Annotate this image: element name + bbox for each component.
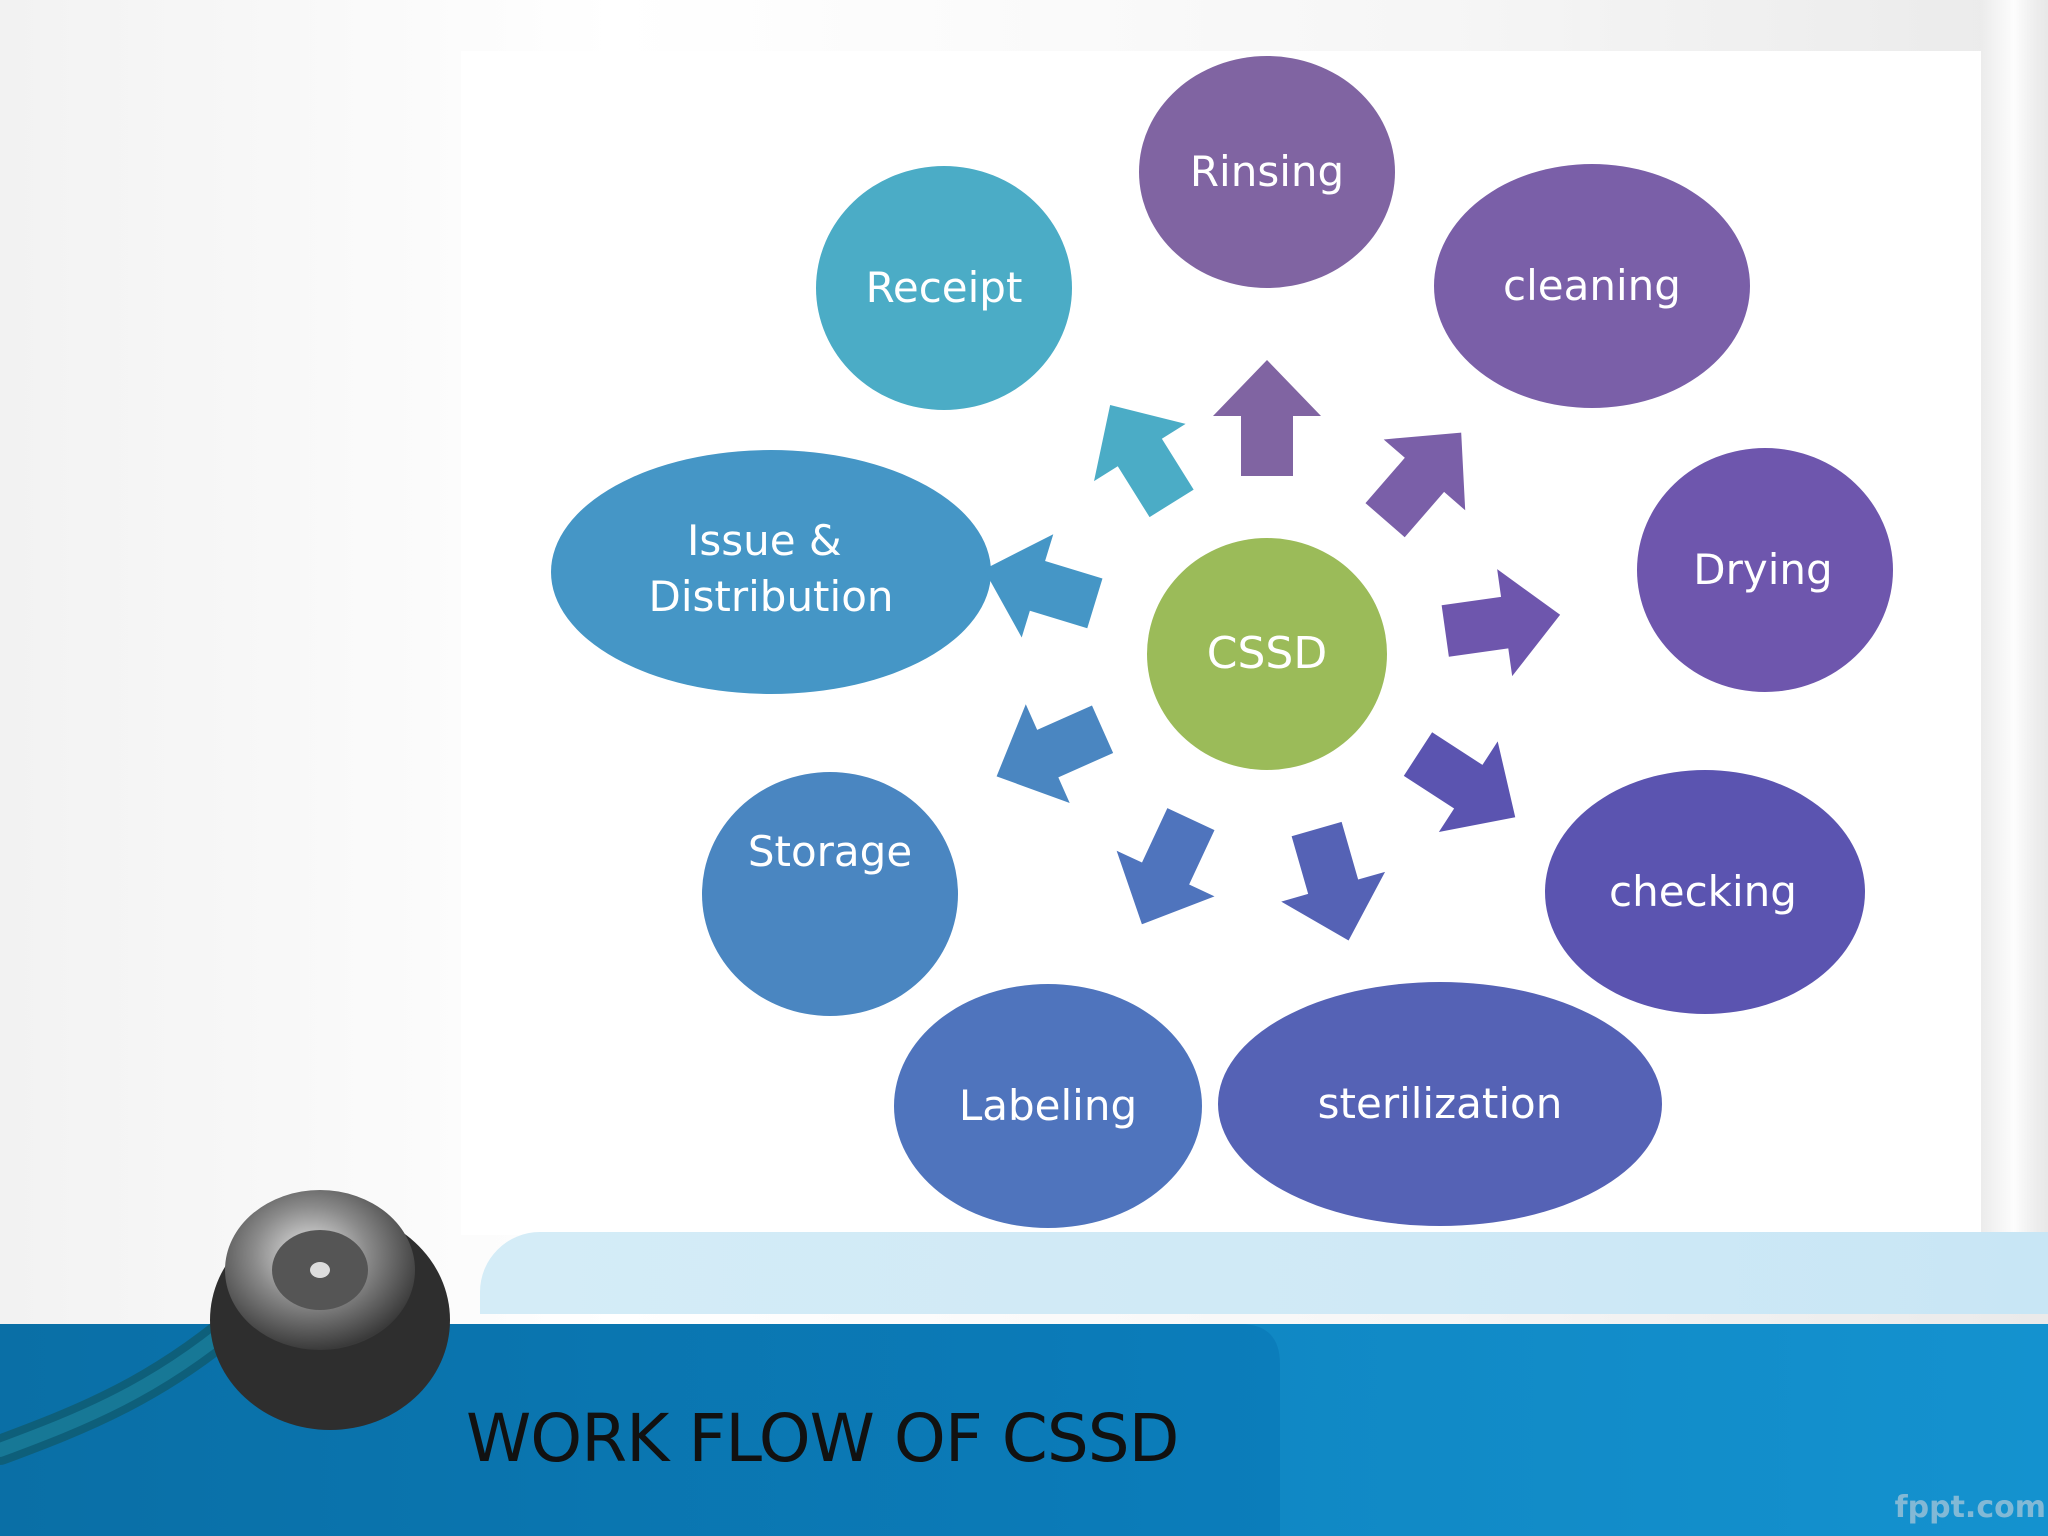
stethoscope-icon (0, 1190, 450, 1465)
node-receipt: Receipt (816, 166, 1072, 410)
node-checking: checking (1545, 770, 1865, 1014)
node-label: Drying (1693, 545, 1832, 594)
node-label: sterilization (1318, 1079, 1563, 1128)
arrow-to-sterilization (1281, 821, 1386, 941)
arrow-to-issue-distribution (983, 534, 1103, 638)
arrow-to-cleaning (1365, 432, 1466, 538)
node-shape (551, 450, 991, 694)
node-drying: Drying (1637, 448, 1893, 692)
arrow-to-labeling (1116, 808, 1215, 925)
hub-shape (1147, 538, 1387, 770)
node-shape (702, 772, 958, 1016)
center-hub: CSSD (1147, 538, 1387, 770)
node-sterilization: sterilization (1218, 982, 1662, 1226)
node-cleaning: cleaning (1434, 164, 1750, 408)
node-issue-distribution: Issue & Distribution (551, 450, 991, 694)
node-storage: Storage (702, 772, 958, 1016)
arrow-to-rinsing (1213, 360, 1321, 476)
node-labeling: Labeling (894, 984, 1202, 1228)
hub-label: CSSD (1207, 628, 1327, 679)
node-shape (1434, 164, 1750, 408)
node-label: Labeling (959, 1081, 1137, 1130)
arrow-to-storage (996, 704, 1114, 803)
node-shape (1637, 448, 1893, 692)
node-label-line: Distribution (648, 572, 893, 621)
node-label: Receipt (866, 263, 1023, 312)
node-shape (1545, 770, 1865, 1014)
arrow-to-drying (1441, 569, 1561, 677)
node-label: Issue & Distribution (648, 516, 893, 621)
arrow-to-receipt (1094, 404, 1194, 518)
light-blue-band (480, 1232, 2048, 1314)
slide-title: WORK FLOW OF CSSD (466, 1400, 1179, 1477)
node-label: Storage (748, 827, 912, 876)
node-shape (816, 166, 1072, 410)
node-shape (894, 984, 1202, 1228)
watermark: fppt.com (1894, 1490, 2046, 1525)
node-label: checking (1609, 867, 1797, 916)
node-shape (1218, 982, 1662, 1226)
node-label: cleaning (1503, 261, 1681, 310)
arrow-to-checking (1403, 732, 1516, 833)
arrows (983, 360, 1561, 941)
node-label-line: Issue & (687, 516, 842, 565)
node-rinsing: Rinsing (1139, 56, 1395, 288)
node-shape (1139, 56, 1395, 288)
node-label: Rinsing (1190, 147, 1344, 196)
